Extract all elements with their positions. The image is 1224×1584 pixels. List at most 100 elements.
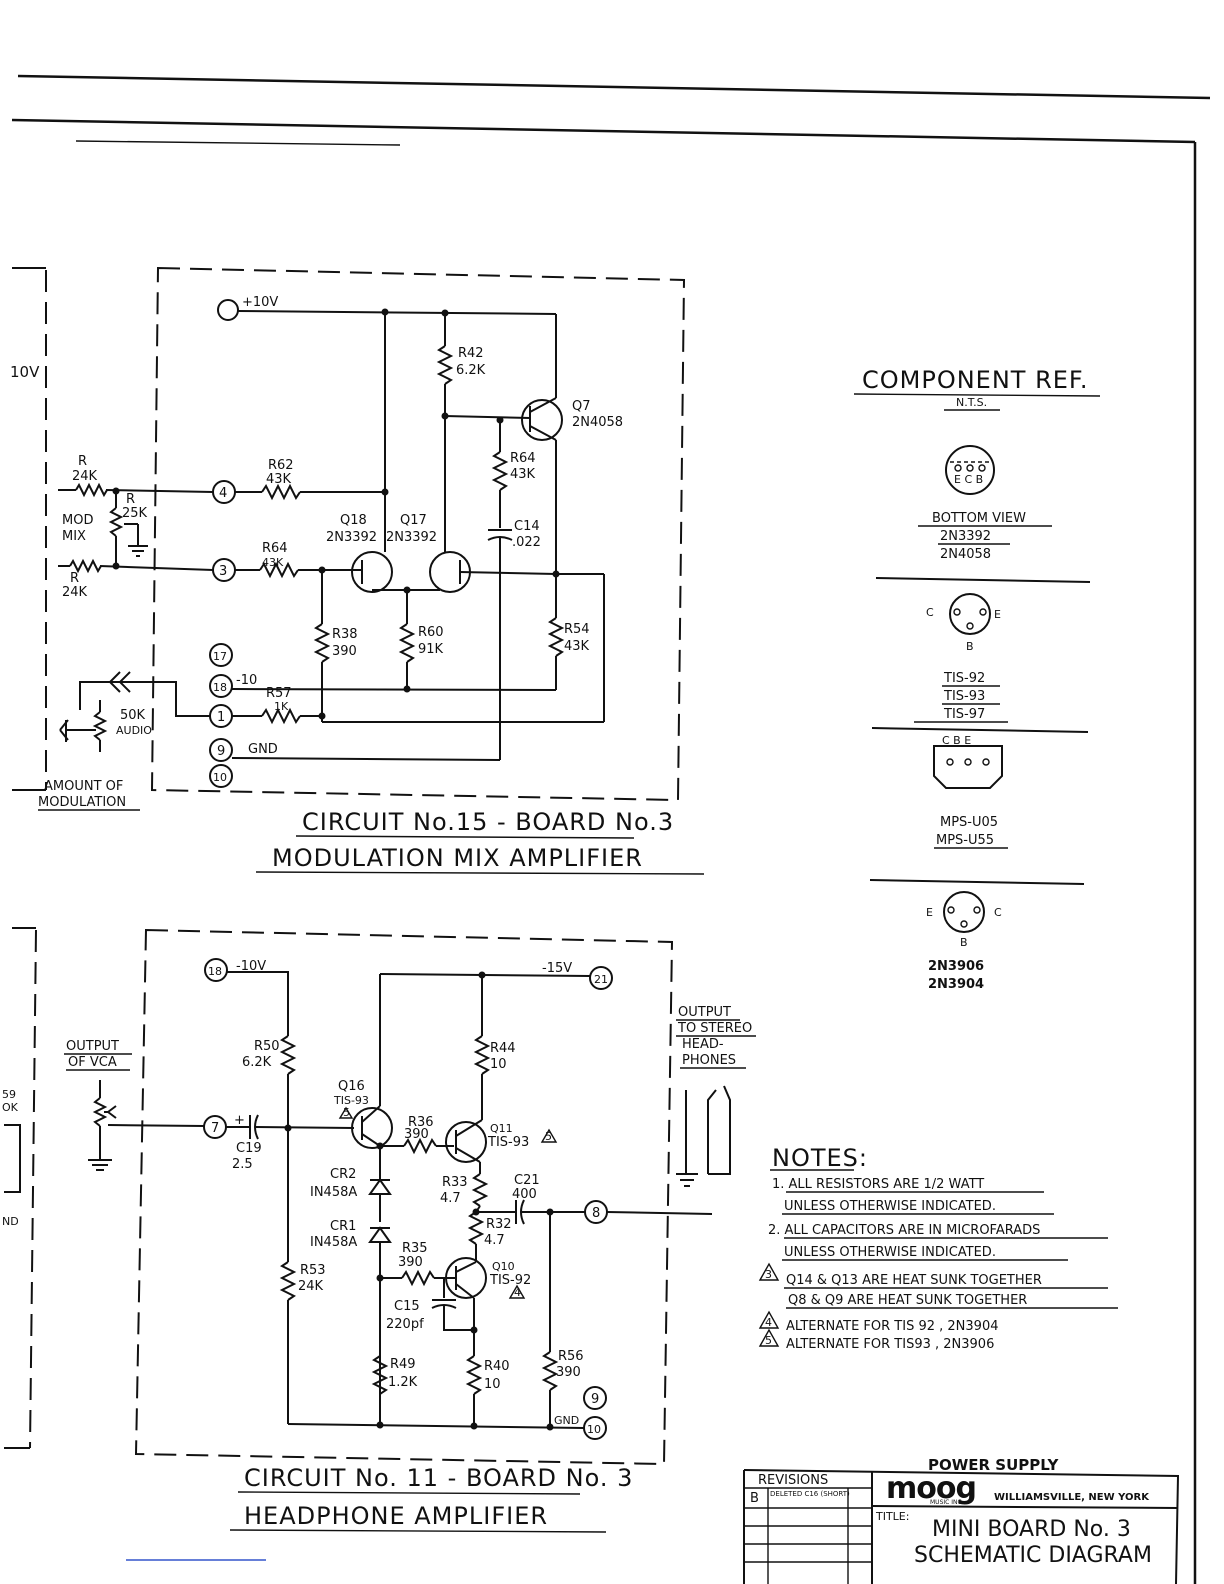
- c15-node-1: 1: [209, 704, 233, 728]
- c11-node-18: 18: [204, 958, 228, 982]
- left-edge-10v: 10V: [10, 363, 40, 381]
- cr2-ref: CR2: [330, 1167, 356, 1182]
- title-line2: SCHEMATIC DIAGRAM: [914, 1543, 1152, 1568]
- r44-value: 10: [490, 1057, 507, 1072]
- component-reference: COMPONENT REF. N.T.S. E C B BOTTOM VIEW …: [853, 366, 1101, 992]
- pot-50k-taper: AUDIO: [116, 724, 152, 737]
- note-1b: UNLESS OTHERWISE INDICATED.: [784, 1199, 996, 1214]
- output-of-vca-2: OF VCA: [68, 1055, 117, 1070]
- q16-mark: 5: [343, 1106, 350, 1119]
- pins-ecb: E C B: [954, 473, 983, 486]
- rev-letter: B: [750, 1491, 759, 1506]
- bottom-view: BOTTOM VIEW: [932, 511, 1026, 526]
- q18-ref: Q18: [340, 513, 367, 528]
- q10-type: TIS-92: [489, 1273, 531, 1288]
- group2-part-1: TIS-92: [943, 671, 985, 686]
- r30-value: 43K: [564, 639, 590, 654]
- c15-gnd-label: GND: [248, 742, 278, 757]
- r57-value: 1K: [274, 700, 289, 713]
- r-in1-value: 24K: [72, 469, 98, 484]
- q16-ref: Q16: [338, 1079, 365, 1094]
- r33-ref: R33: [442, 1175, 468, 1190]
- r56-ref: R56: [558, 1349, 584, 1364]
- q17-ref: Q17: [400, 513, 427, 528]
- note-3b: Q8 & Q9 ARE HEAT SUNK TOGETHER: [788, 1293, 1027, 1308]
- rev-note: DELETED C16 (SHORT): [770, 1490, 850, 1498]
- r64-ref: R64: [262, 541, 288, 556]
- svg-text:10: 10: [213, 771, 227, 784]
- c19-value: 2.5: [232, 1157, 253, 1172]
- c14-ref: C14: [514, 519, 540, 534]
- cr1-type: IN458A: [310, 1235, 357, 1250]
- r38-ref: R64: [510, 451, 536, 466]
- c21-value: 400: [512, 1187, 537, 1202]
- group2-part-3: TIS-97: [943, 707, 985, 722]
- c11-gnd-label: GND: [554, 1414, 579, 1427]
- c15-node-3: 3: [212, 558, 236, 582]
- moog-logo-sub: MUSIC INC: [930, 1499, 962, 1506]
- svg-text:8: 8: [592, 1206, 600, 1221]
- pot-50k-value: 50K: [120, 708, 146, 723]
- q11-mark: 5: [545, 1130, 552, 1143]
- r-in1-ref: R: [78, 454, 87, 469]
- r44-ref: R44: [490, 1041, 516, 1056]
- r50-ref: R50: [254, 1039, 280, 1054]
- mod-mix-label-2: MIX: [62, 529, 86, 544]
- c15-title-line2: MODULATION MIX AMPLIFIER: [272, 844, 643, 872]
- q11-ref: Q11: [490, 1122, 513, 1135]
- q11-type: TIS-93: [487, 1135, 529, 1150]
- r56-value: 390: [556, 1365, 581, 1380]
- c11-node-8: 8: [584, 1200, 608, 1224]
- svg-text:21: 21: [594, 973, 608, 986]
- q7-type: 2N4058: [572, 415, 623, 430]
- r40-value: 10: [484, 1377, 501, 1392]
- r60-ref: R38: [332, 627, 358, 642]
- note-4: ALTERNATE FOR TIS 92 , 2N3904: [786, 1319, 998, 1334]
- r53-ref: R53: [300, 1263, 326, 1278]
- r38-value: 43K: [510, 467, 536, 482]
- q17-type: 2N3392: [386, 530, 437, 545]
- left-edge-ok: OK: [2, 1101, 19, 1114]
- amount-label-2: MODULATION: [38, 795, 126, 810]
- svg-text:9: 9: [591, 1392, 599, 1407]
- r-pot-ref: R: [126, 492, 135, 507]
- amount-label-1: AMOUNT OF: [44, 779, 123, 794]
- c11-node-9: 9: [583, 1386, 607, 1410]
- q18-type: 2N3392: [326, 530, 377, 545]
- group4-part-2: 2N3904: [928, 977, 984, 992]
- component-ref-title: COMPONENT REF.: [862, 366, 1089, 394]
- note-5: ALTERNATE FOR TIS93 , 2N3906: [786, 1337, 994, 1352]
- g4-pin-b: B: [960, 936, 968, 949]
- r57-ref: R57: [266, 686, 292, 701]
- title-label: TITLE:: [875, 1510, 909, 1523]
- c15-node-17: 17: [209, 643, 233, 667]
- output-of-vca-1: OUTPUT: [66, 1039, 119, 1054]
- c11-neg10-label: -10V: [236, 959, 266, 974]
- output-stereo-1: OUTPUT: [678, 1005, 731, 1020]
- c15-node-9: 9: [209, 738, 233, 762]
- c15-neg-supply: -10: [236, 673, 257, 688]
- svg-text:1: 1: [217, 710, 225, 725]
- r30-ref: R54: [564, 622, 590, 637]
- c14-value: .022: [512, 535, 541, 550]
- svg-text:7: 7: [211, 1121, 219, 1136]
- c19-plus: +: [234, 1113, 245, 1128]
- r62-value: 43K: [266, 472, 292, 487]
- r-pot-value: 25K: [122, 506, 148, 521]
- group3-part-2: MPS-U55: [936, 833, 994, 848]
- r62-ref: R62: [268, 458, 294, 473]
- left-edge-59: 59: [2, 1088, 16, 1101]
- circuit-15-modulation-mix: +10V R42 6.2K Q7 2N4058 R64 43K C14 .022: [38, 266, 705, 875]
- component-ref-subtitle: N.T.S.: [956, 396, 987, 409]
- c11-title-line2: HEADPHONE AMPLIFIER: [244, 1502, 548, 1530]
- c15-node-4: 4: [212, 480, 236, 504]
- notes-block: NOTES: 1. ALL RESISTORS ARE 1/2 WATT UNL…: [758, 1144, 1118, 1352]
- r54-value: 91K: [418, 642, 444, 657]
- c15-node-18: 18: [209, 674, 233, 698]
- output-stereo-4: PHONES: [682, 1053, 736, 1068]
- note-mark-4: 4: [765, 1316, 772, 1329]
- title-block: POWER SUPPLY REVISIONS B DELETED C16 (SH…: [743, 1456, 1180, 1584]
- c15-supply-label: +10V: [242, 295, 278, 310]
- svg-text:4: 4: [219, 486, 227, 501]
- q16-type: TIS-93: [333, 1094, 369, 1107]
